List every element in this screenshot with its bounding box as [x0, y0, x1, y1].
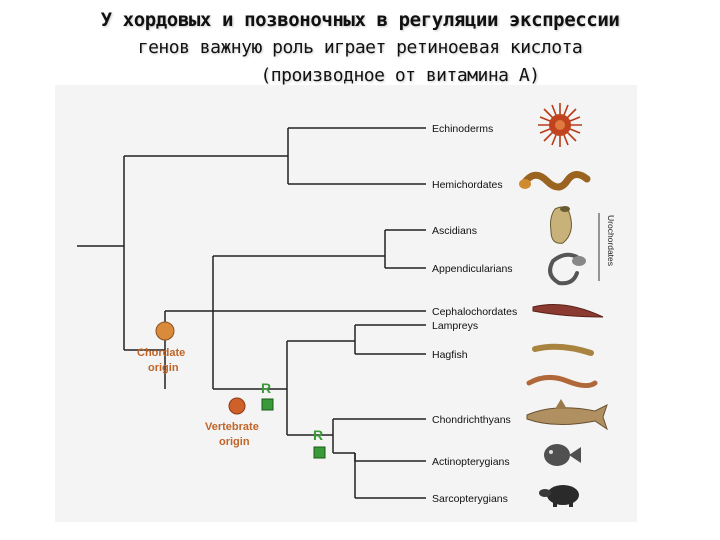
taxon-label-echinoderms: Echinoderms — [432, 123, 493, 135]
acorn-worm-icon — [519, 174, 587, 189]
taxon-label-appendicularians: Appendicularians — [432, 263, 513, 275]
taxon-label-chondrichthyans: Chondrichthyans — [432, 414, 511, 426]
chordate-origin-marker — [156, 322, 174, 340]
taxon-label-actinopterygians: Actinopterygians — [432, 456, 510, 468]
phylogenetic-figure: Chordate origin Vertebrate origin R R Ec… — [55, 85, 637, 522]
vertebrate-origin-marker — [229, 398, 245, 414]
vertebrate-origin-label-1: Vertebrate — [205, 421, 259, 433]
shark-icon — [527, 399, 607, 429]
taxon-label-hagfish: Hagfish — [432, 349, 468, 361]
tree-branches — [77, 128, 426, 498]
vertebrate-origin-label-2: origin — [219, 436, 250, 448]
r-label-1: R — [261, 380, 271, 396]
taxon-label-hemichordates: Hemichordates — [432, 179, 503, 191]
urochordates-label: Urochordates — [606, 215, 616, 266]
chordate-origin-label-1: Chordate — [137, 347, 185, 359]
title-line-2: генов важную роль играет ретиноевая кисл… — [0, 34, 720, 62]
phylogenetic-tree: Chordate origin Vertebrate origin R R Ec… — [55, 85, 637, 522]
taxon-label-lampreys: Lampreys — [432, 320, 478, 332]
lamprey-icon — [535, 347, 591, 353]
slide-title: У хордовых и позвоночных в регуляции экс… — [0, 6, 720, 90]
title-line-1: У хордовых и позвоночных в регуляции экс… — [0, 6, 720, 34]
appendicularian-icon — [550, 255, 586, 284]
r-marker-2 — [314, 447, 325, 458]
r-label-2: R — [313, 427, 323, 443]
sea-urchin-icon — [538, 103, 582, 147]
taxon-label-ascidians: Ascidians — [432, 225, 477, 237]
pufferfish-icon — [544, 444, 581, 466]
taxon-label-sarcopterygians: Sarcopterygians — [432, 493, 508, 505]
ascidian-icon — [551, 206, 572, 243]
r-marker-1 — [262, 399, 273, 410]
turtle-icon — [539, 485, 579, 507]
hagfish-icon — [529, 377, 595, 385]
lancelet-icon — [533, 305, 603, 317]
taxon-label-cephalochordates: Cephalochordates — [432, 306, 517, 318]
chordate-origin-label-2: origin — [148, 362, 179, 374]
actinopterygians-branch — [355, 453, 426, 461]
